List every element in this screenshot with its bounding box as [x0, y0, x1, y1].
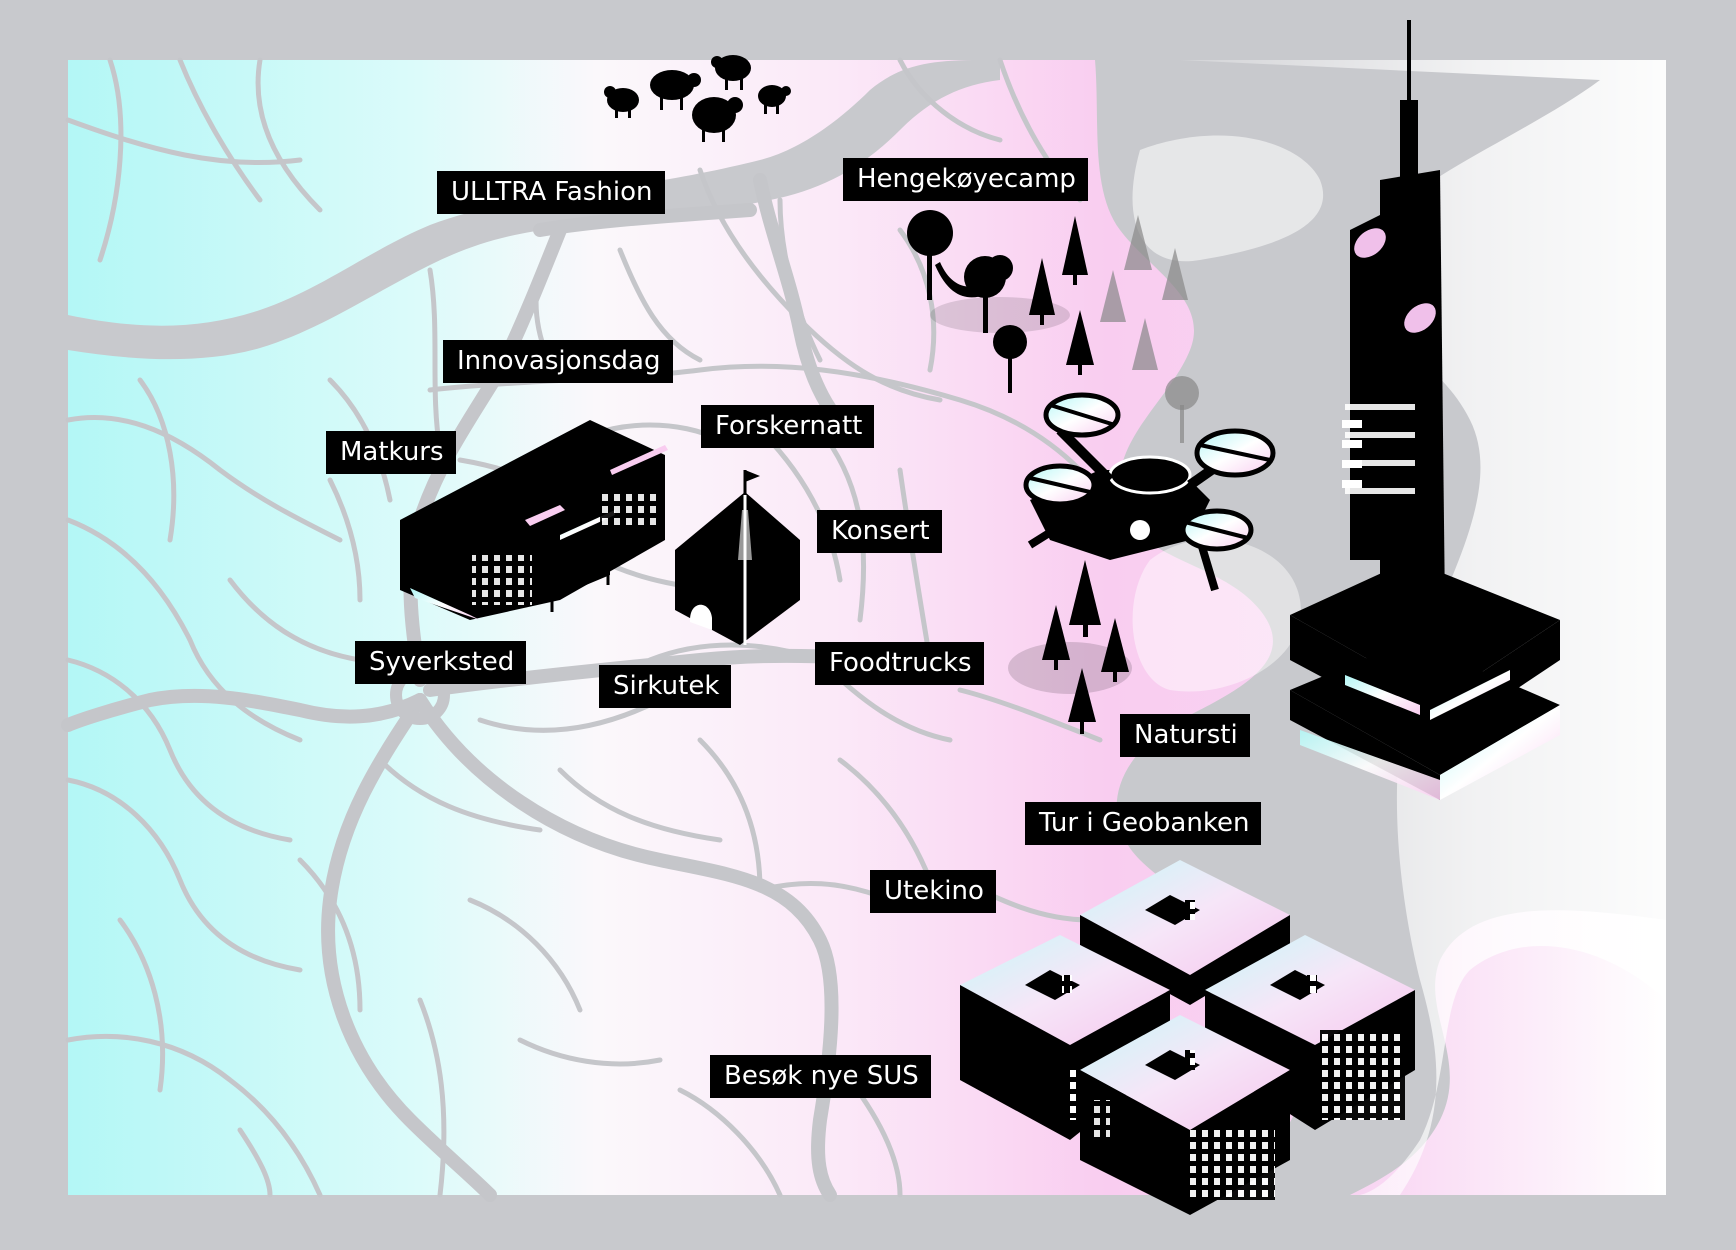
trees-icon	[907, 210, 1199, 443]
label-konsert[interactable]: Konsert	[817, 510, 942, 553]
label-utekino[interactable]: Utekino	[870, 870, 996, 913]
label-syverksted[interactable]: Syverksted	[355, 641, 527, 684]
circus-tent-icon	[675, 470, 800, 645]
label-forskernatt[interactable]: Forskernatt	[701, 405, 875, 448]
drone-icon	[1023, 392, 1276, 592]
label-besok-nye-sus[interactable]: Besøk nye SUS	[710, 1055, 931, 1098]
label-sirkutek[interactable]: Sirkutek	[599, 665, 732, 708]
label-ulltra-fashion[interactable]: ULLTRA Fashion	[437, 171, 665, 214]
hammock-icon	[935, 262, 985, 298]
hospital-icon	[960, 860, 1415, 1215]
sheep-icon	[604, 55, 791, 142]
school-building-icon	[400, 420, 668, 620]
label-hengekoyecamp[interactable]: Hengekøyecamp	[843, 158, 1088, 201]
label-matkurs[interactable]: Matkurs	[326, 431, 456, 474]
fog	[1180, 60, 1666, 1195]
trees-icon	[1008, 560, 1132, 734]
label-natursti[interactable]: Natursti	[1120, 714, 1250, 757]
tower-icon	[1290, 20, 1560, 800]
label-tur-i-geobanken[interactable]: Tur i Geobanken	[1025, 802, 1262, 845]
label-foodtrucks[interactable]: Foodtrucks	[815, 642, 984, 685]
label-innovasjonsdag[interactable]: Innovasjonsdag	[443, 340, 673, 383]
